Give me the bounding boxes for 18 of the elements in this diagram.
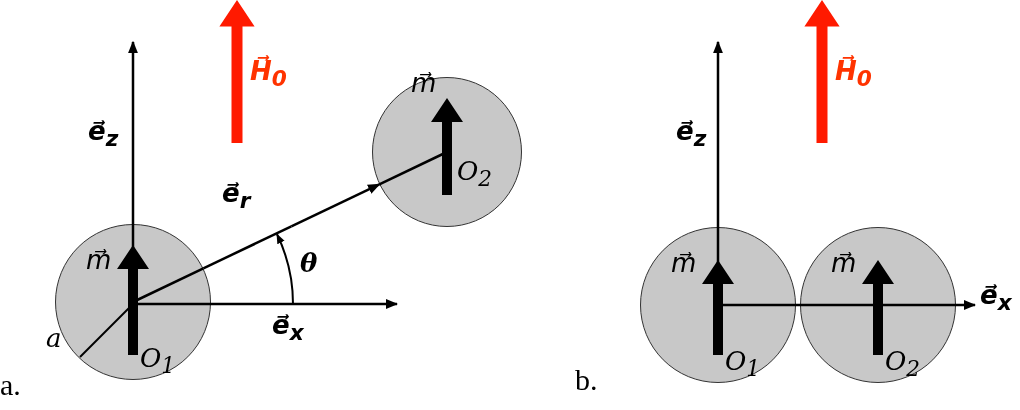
position-vector [202,183,381,270]
symbol-label: m⃗ [86,247,112,273]
symbol-label: O$_{1}$ [140,345,176,377]
panel-label: a. [0,370,21,400]
vector-label: e⃗$_{z}$ [88,118,119,150]
symbol-label: m⃗ [671,250,697,276]
symbol-label: O$_{2}$ [457,158,493,190]
symbol-label: m⃗ [411,70,437,96]
vector-label: e⃗$_{z}$ [676,118,707,150]
vector-label: e⃗$_{x}$ [980,282,1012,314]
symbol-label: O$_{2}$ [885,348,921,380]
vector-label: e⃗$_{x}$ [272,312,304,344]
symbol-label: m⃗ [831,250,857,276]
symbol-label: a [46,325,62,351]
vector-label: e⃗$_{r}$ [222,180,251,212]
angle-label: θ [300,250,318,276]
symbol-label: O$_{1}$ [725,348,761,380]
panel-label: b. [575,365,598,395]
